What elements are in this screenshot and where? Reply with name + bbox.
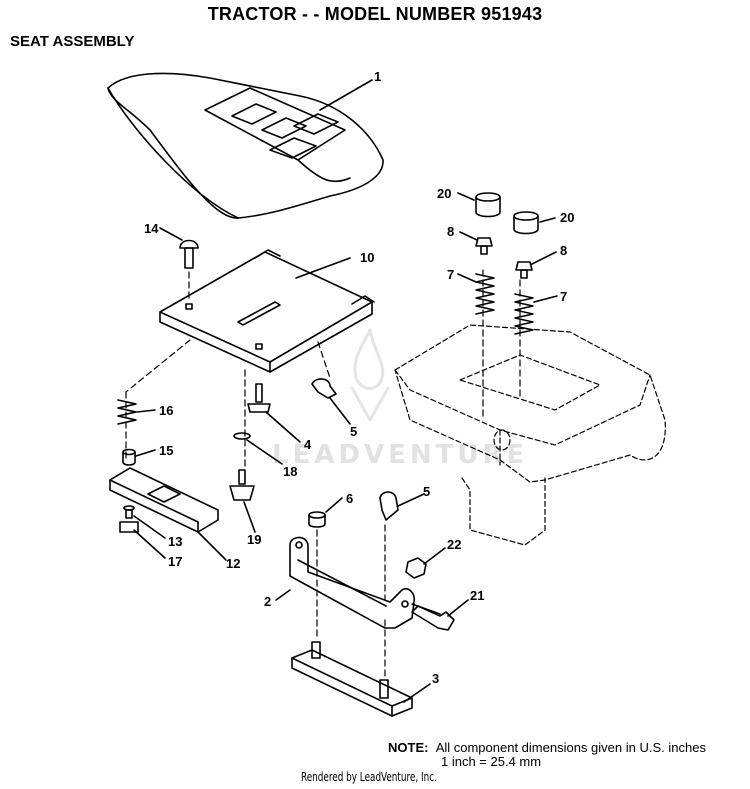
leader-5-upper <box>329 397 351 425</box>
callout-5-upper[interactable]: 5 <box>350 424 358 439</box>
leader-14 <box>159 227 183 241</box>
callout-4[interactable]: 4 <box>304 437 312 452</box>
callout-17[interactable]: 17 <box>168 554 183 569</box>
callout-12[interactable]: 12 <box>226 556 241 571</box>
flat-washer-part <box>233 432 251 440</box>
main-bracket-part <box>289 536 416 629</box>
leader-12 <box>197 531 227 561</box>
leader-19 <box>243 501 256 533</box>
callout-8-right[interactable]: 8 <box>560 243 568 258</box>
leader-1 <box>319 79 373 111</box>
callout-1[interactable]: 1 <box>374 69 382 84</box>
seat-part <box>107 72 384 219</box>
leader-8-right <box>531 251 557 265</box>
watermark-logo: LEADVENTURE <box>272 440 529 470</box>
shoulder-bolt-part-left <box>475 237 493 255</box>
leader-6 <box>325 497 343 513</box>
carriage-bolt-part <box>179 239 199 269</box>
leader-20-left <box>457 192 475 201</box>
watermark-flame-icon <box>350 328 390 422</box>
leader-13 <box>133 515 166 539</box>
leader-8-left <box>459 231 478 241</box>
leader-7-left <box>457 273 477 283</box>
leader-15 <box>135 449 156 457</box>
pivot-bushing-part <box>308 511 326 528</box>
diagram-title: TRACTOR - - MODEL NUMBER 951943 <box>207 4 543 24</box>
callout-19[interactable]: 19 <box>247 532 262 547</box>
seat-spring-part <box>117 399 137 425</box>
washer-part <box>123 505 135 519</box>
callout-5-lower[interactable]: 5 <box>423 484 431 499</box>
bushing-part <box>122 448 136 466</box>
spring-part-left <box>475 273 495 315</box>
leader-17 <box>133 529 166 559</box>
shoulder-bolt-part-right <box>515 261 533 279</box>
spacer-part-left <box>475 192 501 218</box>
callout-15[interactable]: 15 <box>159 443 174 458</box>
leader-22 <box>423 547 446 565</box>
leader-21 <box>447 599 469 617</box>
leader-20-right <box>539 217 556 223</box>
leader-5-lower <box>397 493 425 507</box>
assembly-centerlines <box>125 269 521 681</box>
leader-18 <box>246 439 283 465</box>
note-line-2: 1 inch = 25.4 mm <box>441 754 542 769</box>
seat-pan-part <box>159 249 375 373</box>
note-line-1: All component dimensions given in U.S. i… <box>435 740 706 755</box>
callout-16[interactable]: 16 <box>159 403 174 418</box>
shoulder-bolt-part <box>411 603 455 631</box>
callout-8-left[interactable]: 8 <box>447 224 455 239</box>
clip-part-upper <box>311 378 337 399</box>
leader-7-right <box>533 295 558 303</box>
leader-2 <box>275 589 291 601</box>
callout-21[interactable]: 21 <box>470 588 485 603</box>
callout-3[interactable]: 3 <box>432 671 440 686</box>
callout-18[interactable]: 18 <box>283 464 298 479</box>
callout-20-right[interactable]: 20 <box>560 210 575 225</box>
callout-10[interactable]: 10 <box>360 250 375 265</box>
lock-nut-part <box>405 557 427 579</box>
callout-6[interactable]: 6 <box>346 491 354 506</box>
leader-10 <box>295 257 351 279</box>
bolt-part <box>247 383 271 413</box>
adjustment-knob-part <box>229 469 255 501</box>
spring-part-right <box>514 293 534 335</box>
callout-14[interactable]: 14 <box>144 221 159 236</box>
nut-part <box>119 521 139 533</box>
callout-2[interactable]: 2 <box>264 594 272 609</box>
callout-7-left[interactable]: 7 <box>447 267 455 282</box>
tractor-fender-outline <box>394 324 666 546</box>
assembly-subtitle: SEAT ASSEMBLY <box>10 33 135 50</box>
callout-13[interactable]: 13 <box>168 534 183 549</box>
callout-20-left[interactable]: 20 <box>437 186 452 201</box>
note-label: NOTE: <box>388 740 429 755</box>
render-credit: Rendered by LeadVenture, Inc. <box>301 770 437 784</box>
leader-4 <box>265 411 301 443</box>
clip-part-lower <box>379 491 399 521</box>
dimension-note: NOTE: All component dimensions given in … <box>388 741 706 769</box>
leader-3 <box>403 683 431 703</box>
seat-bracket-part <box>109 467 219 533</box>
spacer-part-right <box>513 211 539 235</box>
leader-16 <box>136 409 156 413</box>
mounting-plate-part <box>291 641 413 717</box>
callout-7-right[interactable]: 7 <box>560 289 568 304</box>
callout-22[interactable]: 22 <box>447 537 462 552</box>
